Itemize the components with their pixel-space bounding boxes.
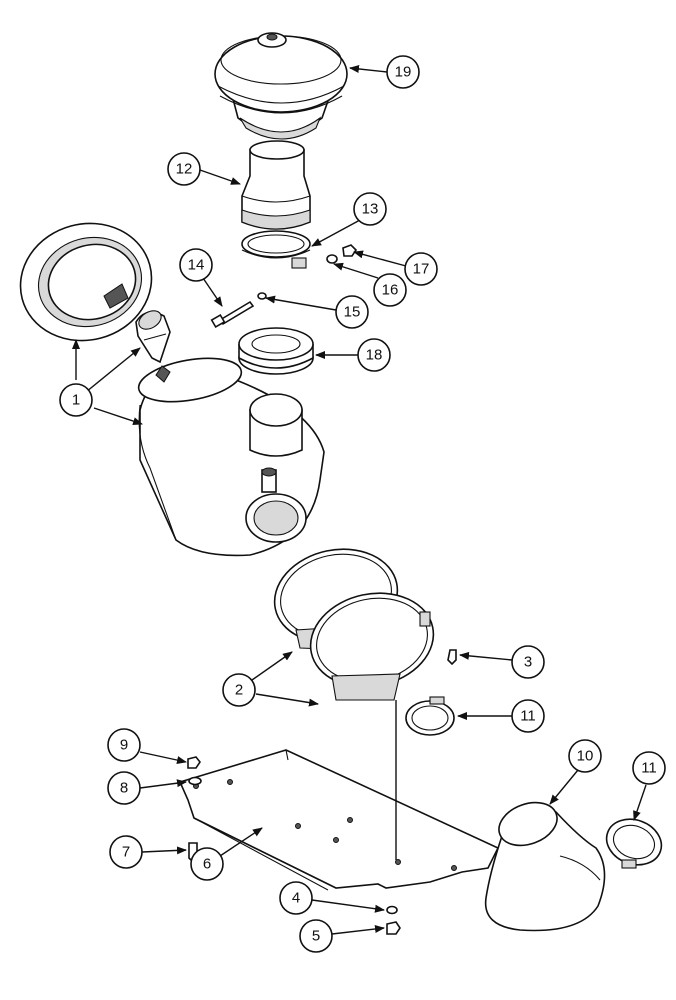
screw-3-part bbox=[447, 649, 457, 666]
svg-text:5: 5 bbox=[312, 928, 320, 945]
callout-8: 8 bbox=[107, 771, 141, 805]
hose-clamp-11-lower-part bbox=[605, 818, 663, 869]
callout-13: 13 bbox=[353, 192, 387, 226]
nut-9-part bbox=[187, 756, 201, 769]
washer-4-part bbox=[386, 905, 398, 915]
hose-clamp-11-upper-part bbox=[405, 696, 455, 736]
callout-19: 19 bbox=[386, 55, 420, 89]
washer-8-part bbox=[188, 776, 202, 786]
svg-text:2: 2 bbox=[235, 682, 243, 699]
dust-valve-part bbox=[135, 310, 171, 364]
svg-text:12: 12 bbox=[176, 161, 193, 178]
mounting-plate-part bbox=[178, 749, 500, 891]
svg-text:9: 9 bbox=[120, 737, 128, 754]
callout-7: 7 bbox=[109, 835, 143, 869]
callout-10: 10 bbox=[568, 739, 602, 773]
reducer-adapter-part bbox=[241, 140, 311, 230]
hose-clamp-13-part bbox=[241, 230, 311, 269]
svg-text:7: 7 bbox=[122, 844, 130, 861]
mounting-band-clamps-part bbox=[273, 548, 435, 701]
lock-washer-16-part bbox=[326, 254, 338, 264]
svg-text:4: 4 bbox=[292, 890, 300, 907]
washer-15-part bbox=[257, 292, 267, 300]
callout-4: 4 bbox=[279, 881, 313, 915]
callout-1: 1 bbox=[59, 383, 93, 417]
callout-18: 18 bbox=[357, 338, 391, 372]
callout-2: 2 bbox=[222, 673, 256, 707]
callout-12: 12 bbox=[167, 152, 201, 186]
callout-11-lower: 11 bbox=[632, 751, 666, 785]
callout-14: 14 bbox=[179, 248, 213, 282]
svg-text:15: 15 bbox=[344, 304, 361, 321]
callout-16: 16 bbox=[373, 273, 407, 307]
callout-11-upper: 11 bbox=[511, 699, 545, 733]
svg-text:19: 19 bbox=[395, 64, 412, 81]
svg-text:11: 11 bbox=[641, 760, 657, 777]
svg-text:6: 6 bbox=[203, 856, 211, 873]
svg-text:14: 14 bbox=[188, 257, 205, 274]
svg-text:8: 8 bbox=[120, 780, 128, 797]
svg-text:13: 13 bbox=[362, 201, 379, 218]
svg-text:10: 10 bbox=[577, 748, 594, 765]
svg-text:17: 17 bbox=[413, 261, 430, 278]
air-cleaner-cover-part bbox=[19, 222, 153, 342]
callout-17: 17 bbox=[404, 252, 438, 286]
bolt-14-part bbox=[210, 300, 255, 329]
precleaner-cap-part bbox=[214, 32, 348, 140]
svg-text:1: 1 bbox=[72, 392, 80, 409]
air-cleaner-body-part bbox=[137, 357, 325, 557]
callout-6: 6 bbox=[190, 847, 224, 881]
svg-text:11: 11 bbox=[520, 708, 536, 725]
elbow-hose-part bbox=[484, 801, 606, 932]
callout-15: 15 bbox=[335, 295, 369, 329]
nut-5-part bbox=[386, 921, 401, 935]
callout-9: 9 bbox=[107, 728, 141, 762]
svg-text:3: 3 bbox=[524, 654, 532, 671]
adapter-ring-18-part bbox=[238, 327, 314, 375]
nut-17-part bbox=[342, 244, 358, 257]
callout-5: 5 bbox=[299, 919, 333, 953]
leader-lines bbox=[72, 64, 647, 935]
svg-text:18: 18 bbox=[366, 347, 383, 364]
callout-3: 3 bbox=[511, 645, 545, 679]
svg-text:16: 16 bbox=[382, 282, 399, 299]
